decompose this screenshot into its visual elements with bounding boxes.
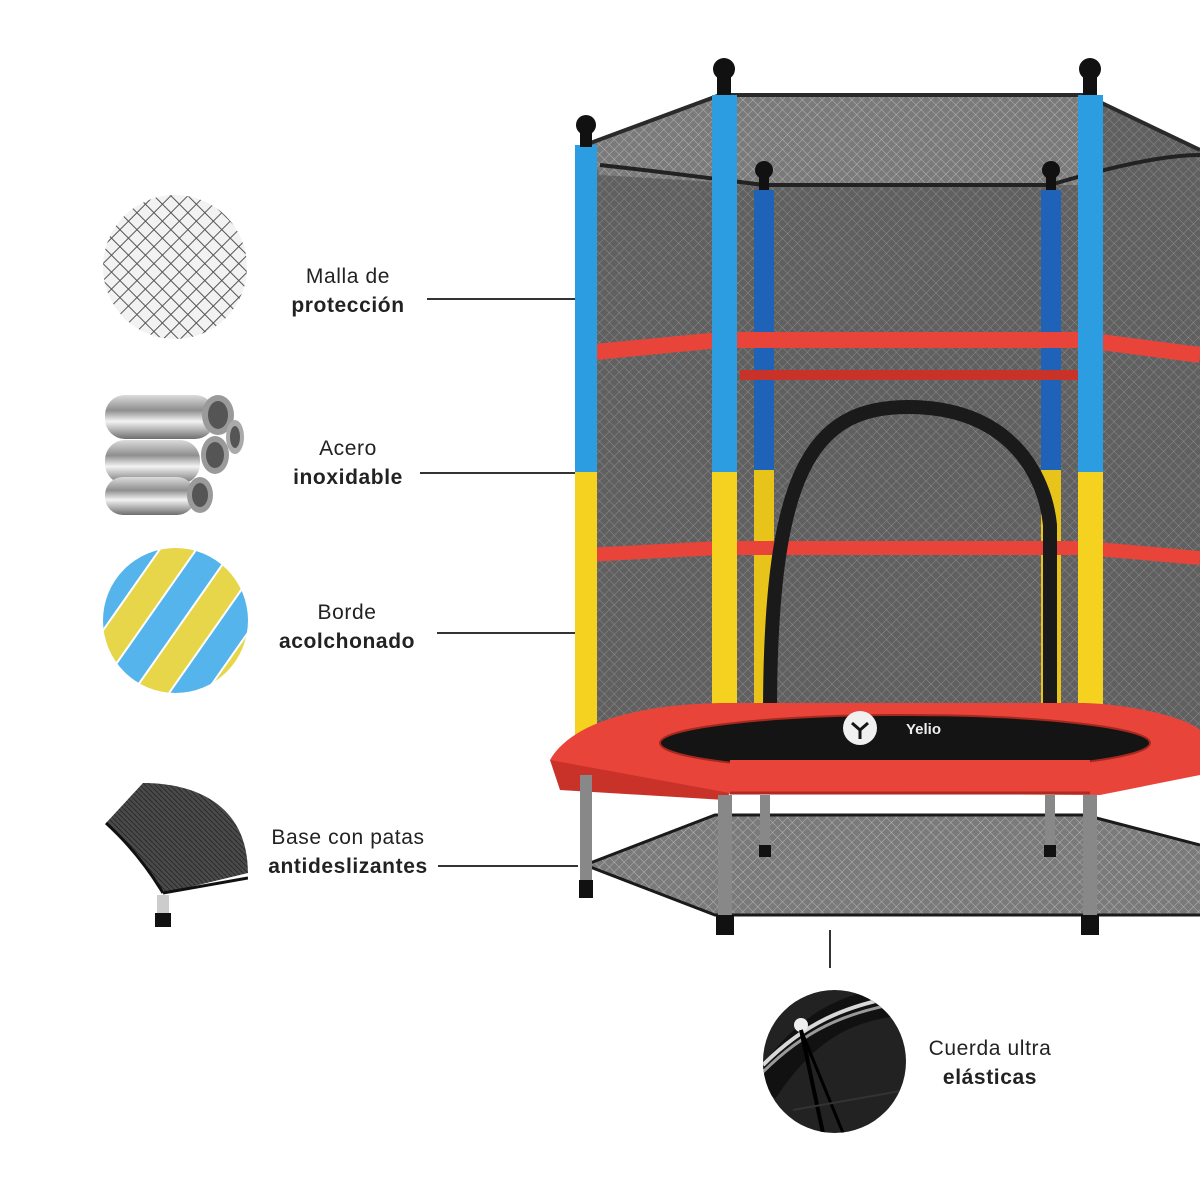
mesh-net-icon bbox=[103, 195, 247, 339]
feature-base-light: Base con patas bbox=[271, 826, 425, 849]
feature-steel-bold: inoxidable bbox=[293, 466, 403, 489]
feature-rope-light: Cuerda ultra bbox=[928, 1037, 1052, 1060]
padded-border-icon bbox=[103, 548, 248, 693]
feature-padding-light: Borde bbox=[317, 601, 377, 624]
brand-logo-icon bbox=[843, 711, 877, 745]
leader-line-net bbox=[427, 298, 577, 300]
feature-padding-bold: acolchonado bbox=[278, 630, 416, 653]
leader-line-padding bbox=[437, 632, 577, 634]
steel-tubes-icon bbox=[100, 385, 245, 530]
elastic-rope-icon bbox=[763, 990, 906, 1133]
feature-net-light: Malla de bbox=[305, 265, 391, 288]
feature-label-rope: Cuerda ultra elásticas bbox=[912, 1034, 1068, 1092]
feature-steel-light: Acero bbox=[319, 437, 377, 460]
leader-line-base bbox=[438, 865, 578, 867]
brand-name: Yelio bbox=[906, 721, 941, 738]
feature-net-bold: protección bbox=[291, 294, 405, 317]
feature-label-net: Malla de protección bbox=[262, 262, 434, 320]
trampoline-illustration: Yelio bbox=[550, 58, 1200, 935]
feature-label-steel: Acero inoxidable bbox=[262, 434, 434, 492]
feature-label-padding: Borde acolchonado bbox=[252, 598, 442, 656]
feature-label-base: Base con patas antideslizantes bbox=[250, 823, 446, 881]
non-slip-leg-icon bbox=[103, 783, 248, 928]
leader-line-steel bbox=[420, 472, 577, 474]
feature-base-bold: antideslizantes bbox=[268, 855, 428, 878]
leader-line-rope bbox=[829, 930, 831, 968]
feature-rope-bold: elásticas bbox=[942, 1066, 1038, 1089]
